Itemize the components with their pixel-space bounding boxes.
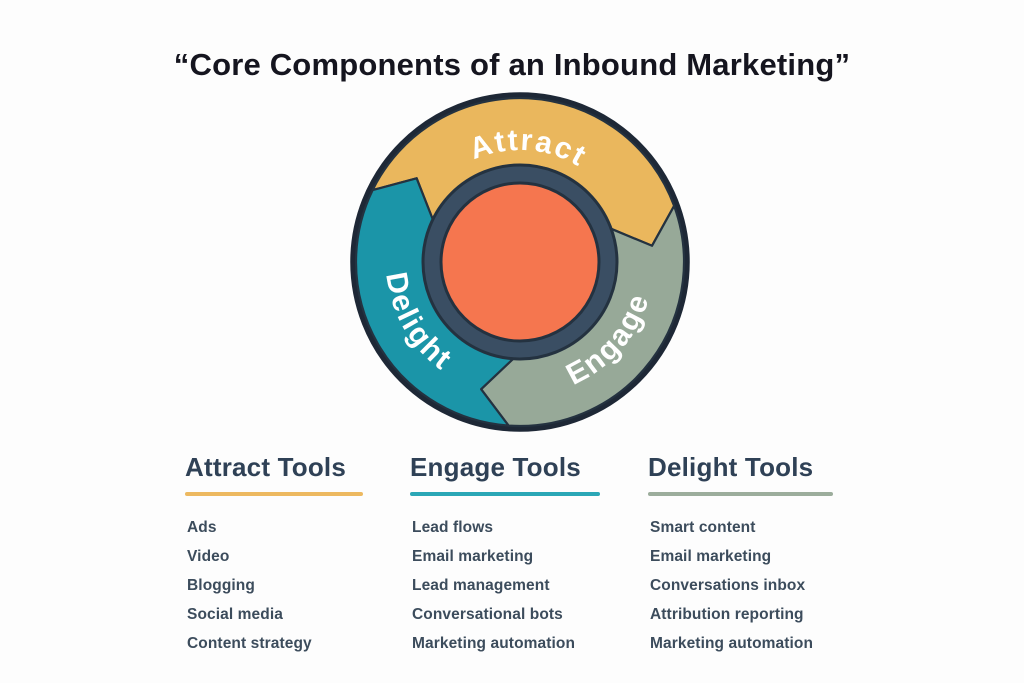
tools-column-delight: Delight Tools Smart content Email market… [648, 452, 873, 664]
flywheel-hub [439, 181, 601, 343]
tool-item: Marketing automation [412, 635, 576, 652]
delight-accent-underline [648, 492, 833, 496]
tool-list: Lead flows Email marketing Lead manageme… [412, 519, 640, 653]
column-heading: Delight Tools [648, 452, 814, 482]
tool-item: Blogging [187, 577, 255, 594]
tool-item: Video [187, 548, 230, 565]
tool-list: Ads Video Blogging Social media Content … [187, 519, 400, 653]
engage-accent-underline [410, 492, 600, 496]
column-heading: Attract Tools [185, 452, 347, 482]
tools-column-attract: Attract Tools Ads Video Blogging Social … [185, 452, 400, 664]
tool-list: Smart content Email marketing Conversati… [650, 519, 873, 653]
tools-column-engage: Engage Tools Lead flows Email marketing … [410, 452, 640, 664]
tool-item: Email marketing [650, 548, 772, 565]
tools-section: Attract Tools Ads Video Blogging Social … [0, 452, 1024, 662]
tool-item: Ads [187, 519, 217, 536]
tool-item: Content strategy [187, 635, 312, 652]
tool-item: Smart content [650, 519, 756, 536]
tool-item: Attribution reporting [650, 606, 804, 623]
tool-item: Social media [187, 606, 283, 623]
tool-item: Conversational bots [412, 606, 563, 623]
column-heading: Engage Tools [410, 452, 581, 482]
attract-accent-underline [185, 492, 363, 496]
tool-item: Lead management [412, 577, 550, 594]
tool-item: Conversations inbox [650, 577, 806, 594]
tool-item: Marketing automation [650, 635, 814, 652]
tool-item: Email marketing [412, 548, 534, 565]
tool-item: Lead flows [412, 519, 494, 536]
page-title: “Core Components of an Inbound Marketing… [173, 46, 851, 82]
